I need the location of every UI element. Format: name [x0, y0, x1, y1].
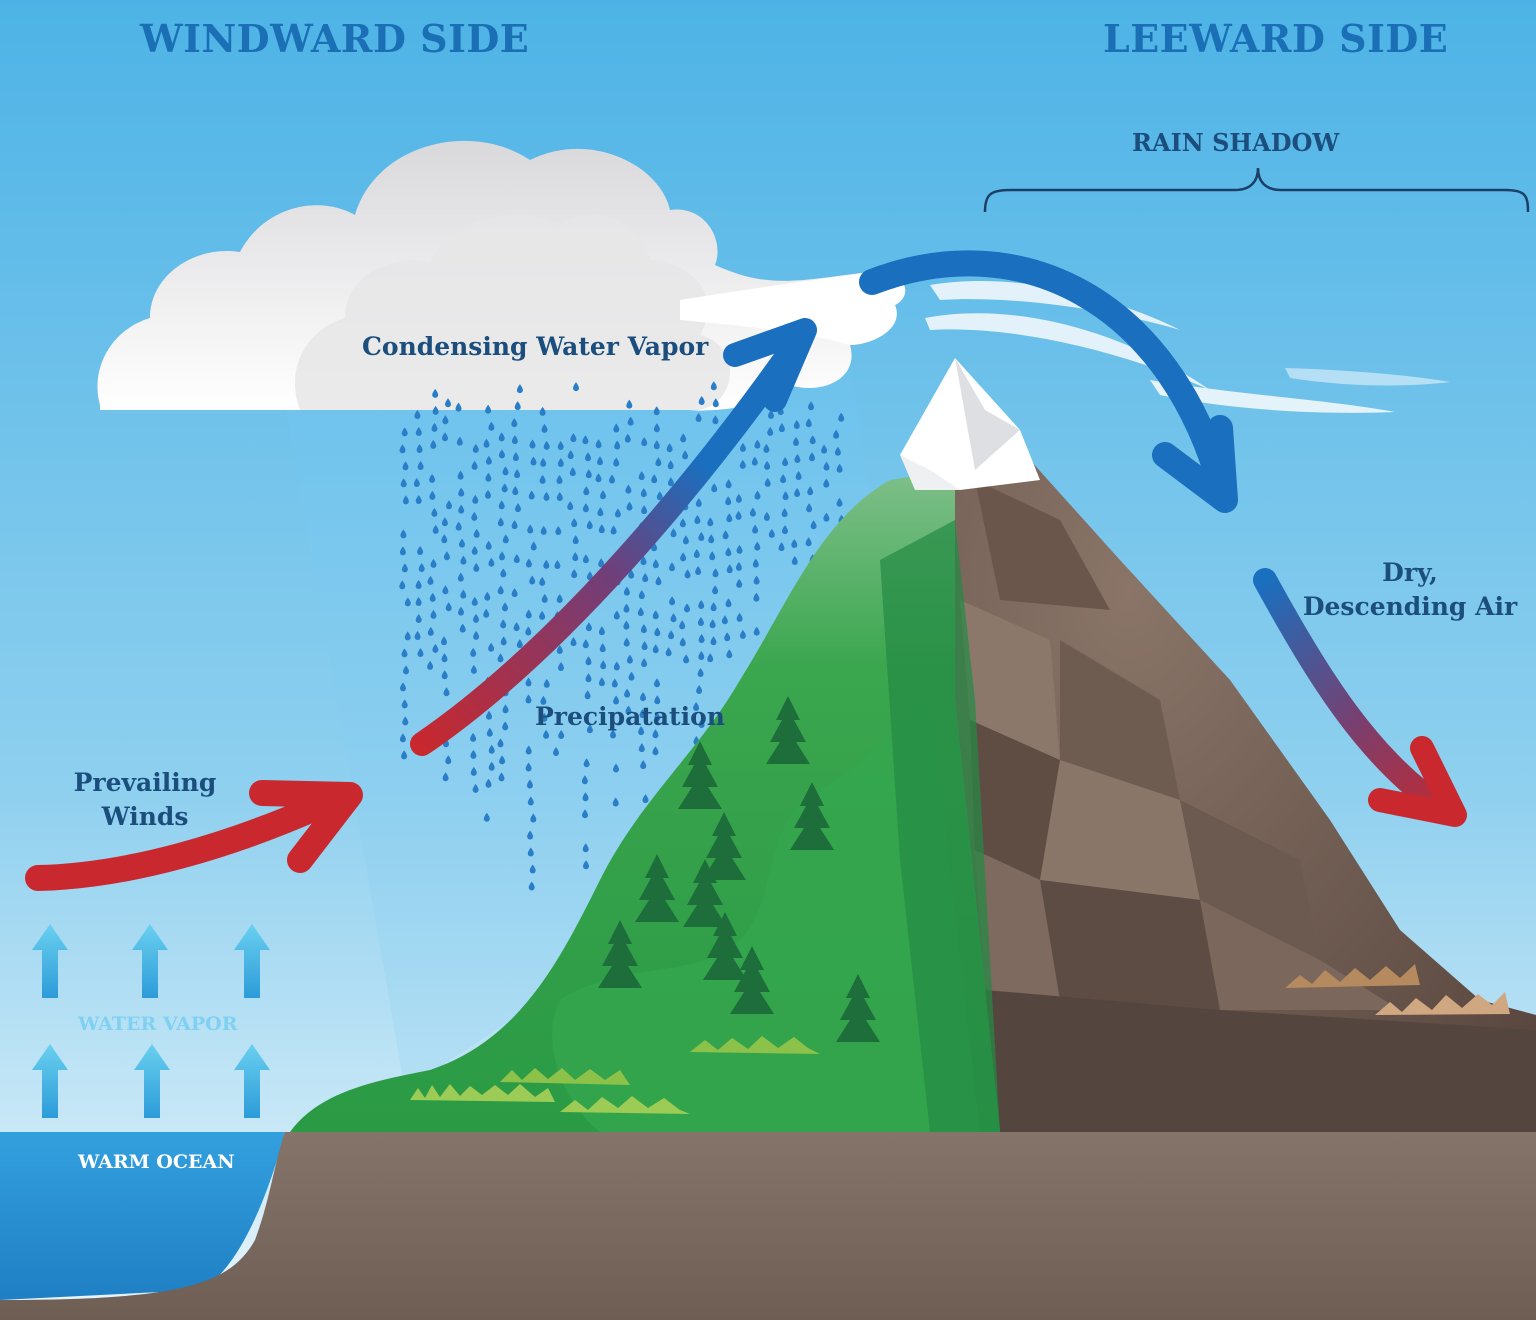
prevailing-winds-label: Prevailing Winds — [60, 766, 230, 834]
precipitation-label: Precipatation — [535, 702, 725, 731]
dry-descending-air-label: Dry, Descending Air — [1300, 556, 1520, 624]
dry-descending-line2: Descending Air — [1302, 592, 1518, 621]
cloud — [97, 140, 906, 411]
snow-cap — [900, 358, 1040, 490]
grass-tufts — [410, 1036, 820, 1114]
wind-streaks — [925, 281, 1450, 413]
rain-shadow-label: RAIN SHADOW — [1132, 128, 1340, 157]
rising-air-arrow — [410, 318, 817, 756]
dry-descending-line1: Dry, — [1382, 558, 1438, 587]
leeward-side-heading: LEEWARD SIDE — [1103, 16, 1449, 61]
prevailing-winds-arrow — [25, 780, 363, 891]
rain-shadow-bracket — [983, 167, 1530, 213]
warm-ocean — [0, 1132, 285, 1300]
ground — [0, 1132, 1536, 1320]
precipitation-beam — [285, 355, 905, 1090]
warm-ocean-label: WARM OCEAN — [78, 1151, 235, 1173]
dry-brush — [1285, 964, 1510, 1015]
condensing-water-vapor-label: Condensing Water Vapor — [362, 332, 709, 361]
prevailing-winds-line2: Winds — [101, 802, 189, 831]
water-vapor-label: WATER VAPOR — [78, 1013, 238, 1035]
rock-mountain — [955, 360, 1536, 1132]
descending-top-arrow — [859, 250, 1238, 513]
dry-descending-arrow — [1253, 568, 1467, 827]
green-mountain — [290, 470, 1000, 1132]
windward-side-heading: WINDWARD SIDE — [140, 16, 530, 61]
prevailing-winds-line1: Prevailing — [73, 768, 217, 797]
